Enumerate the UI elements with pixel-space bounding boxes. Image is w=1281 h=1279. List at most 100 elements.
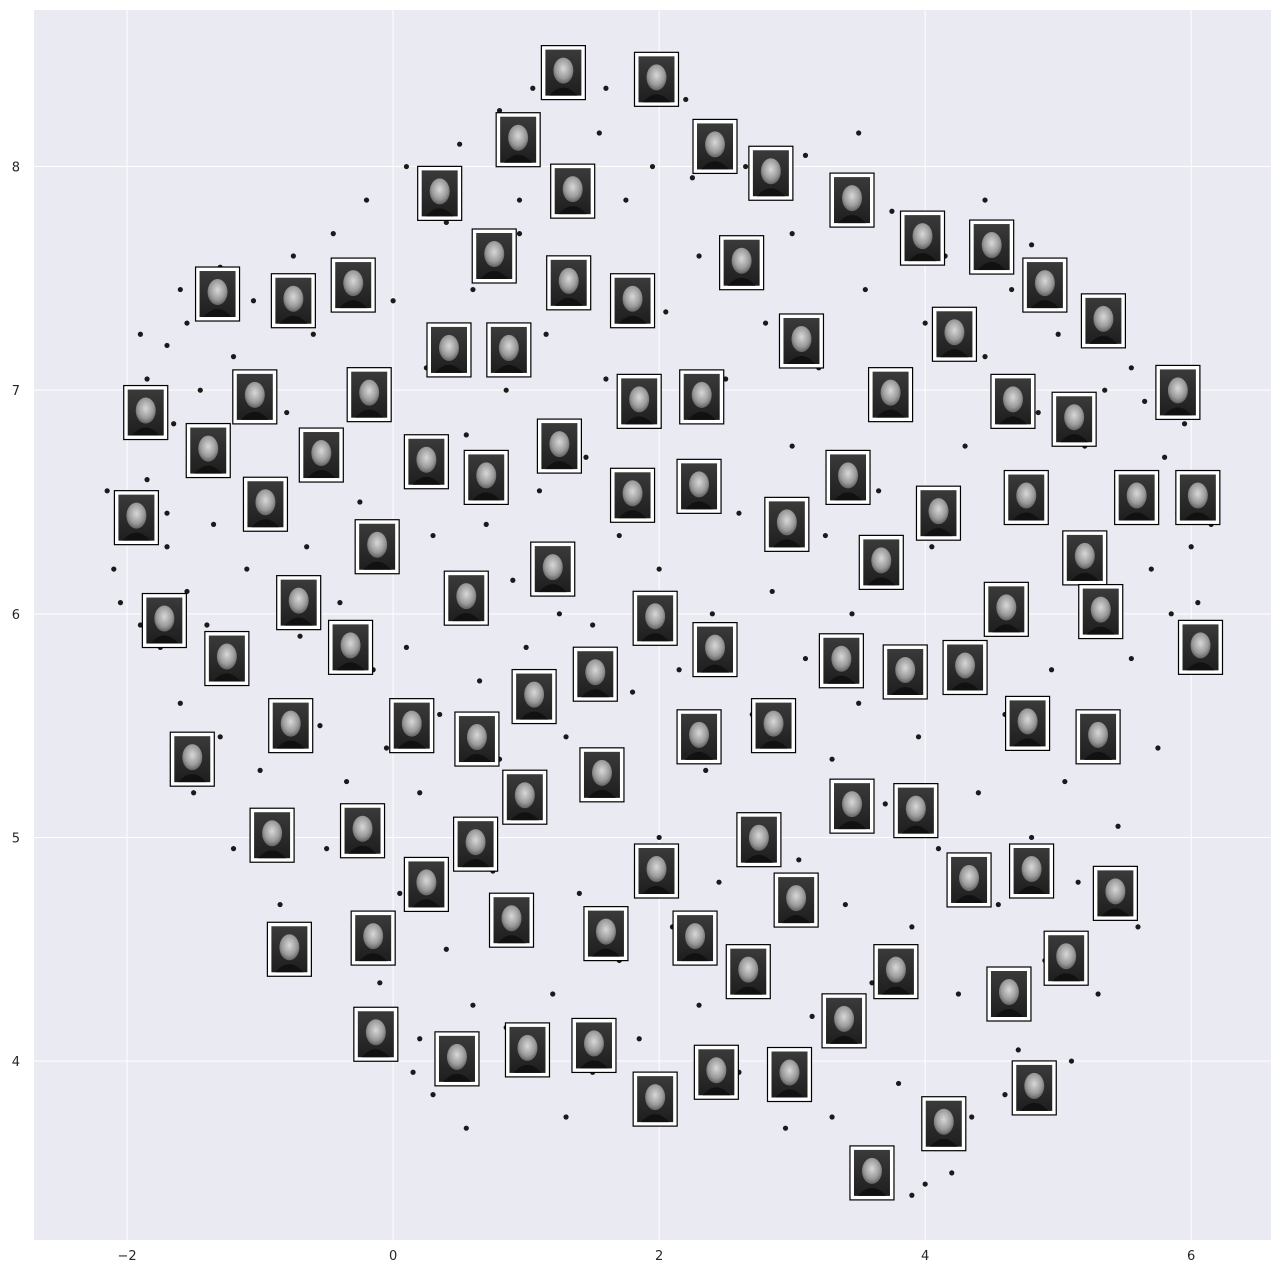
face-thumbnail — [530, 541, 576, 597]
data-point — [789, 231, 795, 237]
data-point — [290, 253, 296, 259]
shoulders — [1086, 626, 1115, 635]
data-point — [1095, 991, 1101, 997]
face-thumbnail — [692, 621, 738, 678]
data-point — [117, 600, 124, 606]
face-thumbnail — [748, 145, 794, 201]
data-point — [177, 286, 183, 293]
data-point — [516, 231, 523, 237]
data-point — [616, 532, 622, 539]
y-tick-label: 8 — [12, 161, 20, 176]
face-thumbnail — [899, 210, 946, 266]
face-thumbnail — [350, 910, 396, 966]
data-point — [1028, 242, 1035, 248]
face-thumbnail — [354, 519, 400, 575]
shoulders — [1013, 738, 1042, 747]
data-point — [171, 421, 177, 427]
face — [1064, 404, 1085, 431]
face — [834, 1005, 855, 1032]
shoulders — [434, 364, 463, 373]
shoulders — [857, 1187, 886, 1196]
face-thumbnail — [609, 467, 656, 523]
data-point — [576, 890, 582, 896]
shoulders — [881, 986, 910, 995]
face — [998, 979, 1019, 1005]
face — [465, 829, 486, 856]
shoulders — [782, 915, 811, 924]
face — [456, 583, 477, 610]
face — [880, 379, 901, 406]
face — [760, 158, 781, 185]
face — [871, 547, 892, 574]
face-thumbnail — [185, 422, 231, 479]
face-thumbnail — [141, 592, 187, 649]
data-point — [969, 1114, 975, 1120]
face-thumbnail — [1043, 930, 1089, 986]
data-point — [623, 197, 629, 203]
shoulders — [178, 774, 207, 783]
data-point — [1055, 331, 1061, 337]
data-point — [177, 700, 183, 706]
face — [842, 791, 863, 818]
data-point — [696, 1002, 702, 1008]
data-point — [217, 734, 223, 740]
face-thumbnail — [452, 816, 499, 872]
face — [912, 223, 933, 250]
shoulders — [951, 682, 980, 691]
data-point — [1142, 398, 1148, 404]
face — [1024, 1072, 1045, 1099]
face-thumbnail — [268, 698, 314, 754]
face-thumbnail — [1080, 293, 1127, 349]
face — [1126, 482, 1147, 509]
shoulders — [339, 300, 368, 309]
shoulders — [772, 539, 801, 548]
face-thumbnail — [679, 369, 725, 425]
shoulders — [554, 297, 583, 306]
face — [861, 1157, 882, 1184]
face — [466, 724, 487, 751]
face — [558, 267, 579, 294]
data-point — [975, 790, 981, 796]
face — [645, 603, 666, 630]
face-thumbnail — [389, 698, 435, 754]
shoulders — [642, 886, 671, 894]
shoulders — [687, 411, 716, 420]
shoulders — [955, 894, 984, 903]
data-point — [503, 387, 509, 393]
data-point — [324, 846, 330, 852]
face-thumbnail — [764, 496, 810, 552]
face-thumbnail — [931, 306, 978, 362]
shoulders — [363, 561, 392, 570]
data-point — [164, 510, 170, 516]
face — [705, 131, 726, 158]
face-thumbnail — [403, 434, 449, 490]
data-point — [184, 588, 190, 595]
face-thumbnail — [486, 322, 532, 378]
shoulders — [977, 262, 1006, 271]
face — [685, 923, 706, 950]
shoulders — [307, 470, 336, 479]
face-thumbnail — [511, 668, 557, 725]
shoulders — [279, 315, 308, 324]
face — [438, 334, 459, 361]
face-thumbnail — [818, 633, 864, 689]
face — [689, 471, 710, 498]
data-point — [583, 454, 589, 460]
shoulders — [625, 416, 654, 425]
data-point — [1148, 566, 1154, 572]
face — [549, 431, 570, 458]
data-point — [470, 286, 476, 293]
shoulders — [355, 409, 384, 418]
face — [279, 934, 300, 961]
data-point — [876, 488, 882, 494]
face — [343, 270, 364, 297]
shoulders — [545, 461, 574, 470]
data-point — [1128, 655, 1134, 662]
data-point — [250, 298, 257, 304]
data-point — [204, 622, 210, 628]
face-thumbnail — [536, 418, 582, 474]
face — [748, 824, 769, 851]
shoulders — [702, 1087, 731, 1096]
face — [367, 531, 388, 558]
face-thumbnail — [169, 731, 215, 787]
